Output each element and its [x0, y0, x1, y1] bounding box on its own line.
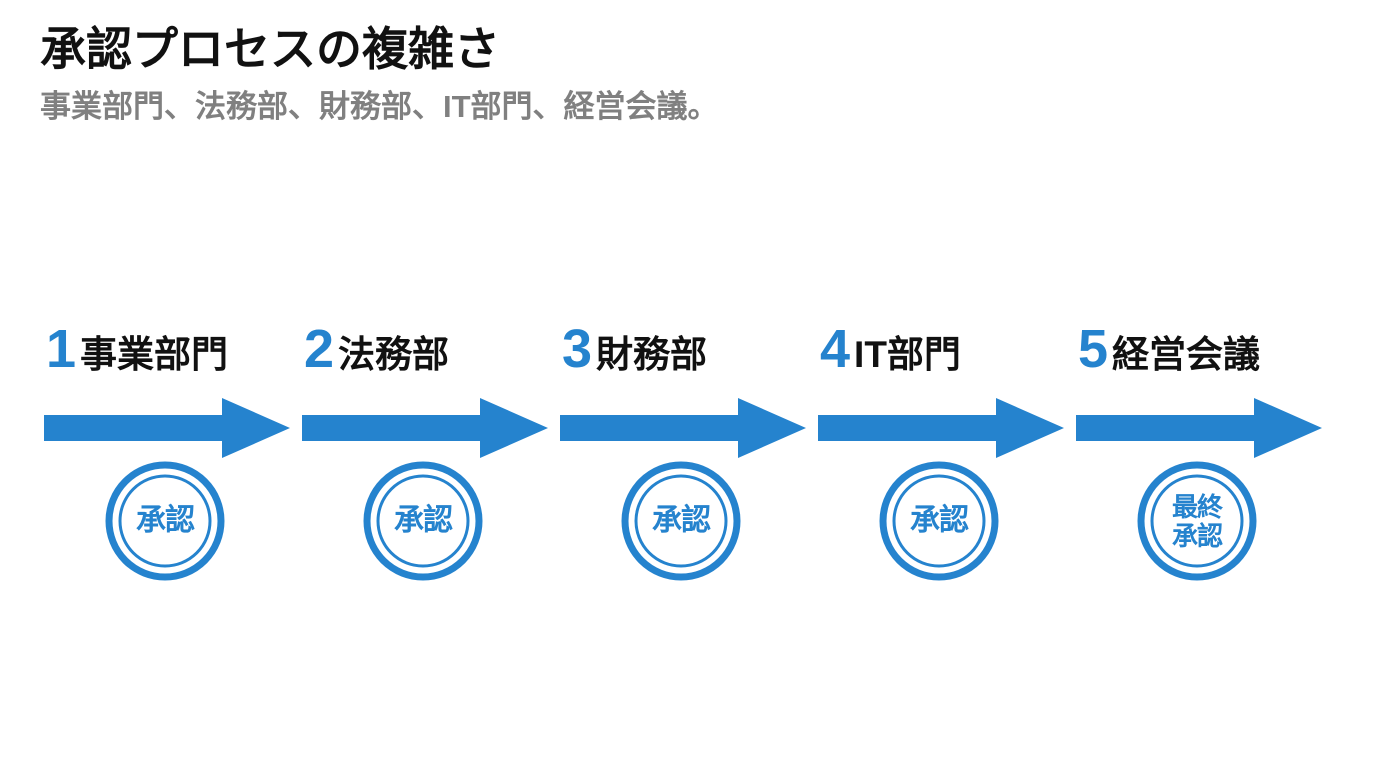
- step-heading: 3 財務部: [562, 322, 707, 384]
- process-step-4[interactable]: 4 IT部門 承認: [814, 322, 1072, 622]
- step-heading: 1 事業部門: [46, 322, 228, 384]
- right-arrow-icon: [560, 398, 806, 458]
- step-label: 事業部門: [80, 334, 229, 375]
- slide-header: 承認プロセスの複雑さ 事業部門、法務部、財務部、IT部門、経営会議。: [40, 22, 1340, 125]
- right-arrow-icon: [1076, 398, 1322, 458]
- step-number: 1: [46, 319, 76, 379]
- step-number: 4: [820, 319, 850, 379]
- approval-stamp-icon: 承認: [362, 460, 484, 582]
- page-subtitle: 事業部門、法務部、財務部、IT部門、経営会議。: [40, 89, 719, 125]
- approval-stamp-icon: 承認: [104, 460, 226, 582]
- step-number: 2: [304, 319, 334, 379]
- step-heading: 2 法務部: [304, 322, 449, 384]
- step-number: 3: [562, 319, 592, 379]
- process-step-2[interactable]: 2 法務部 承認: [298, 322, 556, 622]
- approval-stamp-icon: 承認: [878, 460, 1000, 582]
- step-number: 5: [1078, 319, 1108, 379]
- right-arrow-icon: [818, 398, 1064, 458]
- right-arrow-icon: [44, 398, 290, 458]
- step-label: 経営会議: [1112, 334, 1261, 375]
- approval-stamp-icon: 承認: [620, 460, 742, 582]
- process-step-1[interactable]: 1 事業部門 承認: [40, 322, 298, 622]
- page-title: 承認プロセスの複雑さ: [40, 23, 500, 75]
- step-label: 財務部: [596, 334, 708, 375]
- right-arrow-icon: [302, 398, 548, 458]
- step-label: IT部門: [854, 334, 961, 375]
- final-approval-stamp-icon: 最終 承認: [1136, 460, 1258, 582]
- process-step-3[interactable]: 3 財務部 承認: [556, 322, 814, 622]
- step-label: 法務部: [338, 334, 450, 375]
- approval-process-flow: 1 事業部門 承認 2 法務部: [40, 322, 1340, 622]
- step-heading: 5 経営会議: [1078, 322, 1260, 384]
- process-step-5[interactable]: 5 経営会議 最終 承認: [1072, 322, 1330, 622]
- step-heading: 4 IT部門: [820, 322, 961, 384]
